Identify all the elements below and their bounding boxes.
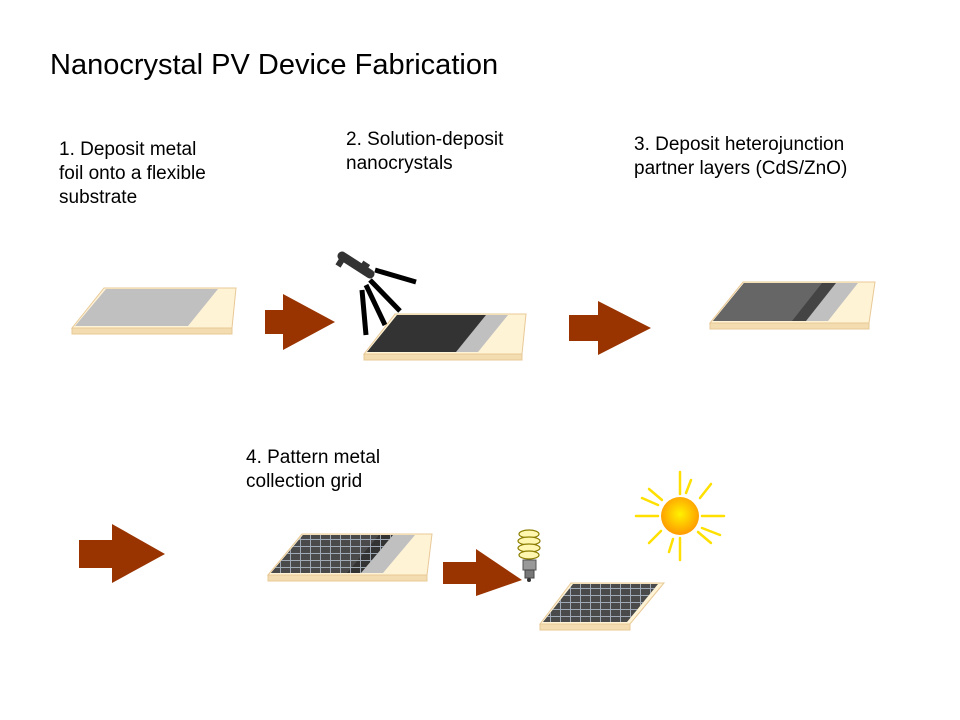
light-bulb-icon xyxy=(517,529,541,582)
step-1-label: 1. Deposit metal foil onto a flexible su… xyxy=(59,139,206,208)
step-2-label: 2. Solution-deposit nanocrystals xyxy=(346,129,504,174)
device-step-2 xyxy=(362,313,527,361)
spray-nozzle-icon xyxy=(335,251,417,336)
device-step-3 xyxy=(708,281,876,330)
arrow-right-icon xyxy=(443,549,522,596)
device-final xyxy=(538,582,666,631)
device-step-1 xyxy=(70,287,237,335)
sun-icon xyxy=(634,470,726,562)
arrow-right-icon xyxy=(79,524,165,583)
page-title: Nanocrystal PV Device Fabrication xyxy=(50,49,499,81)
arrow-right-icon xyxy=(265,294,335,350)
step-4-label: 4. Pattern metal collection grid xyxy=(246,447,381,492)
step-3-label: 3. Deposit heterojunction partner layers… xyxy=(634,134,848,179)
arrow-right-icon xyxy=(569,301,651,355)
device-step-4 xyxy=(266,533,433,582)
